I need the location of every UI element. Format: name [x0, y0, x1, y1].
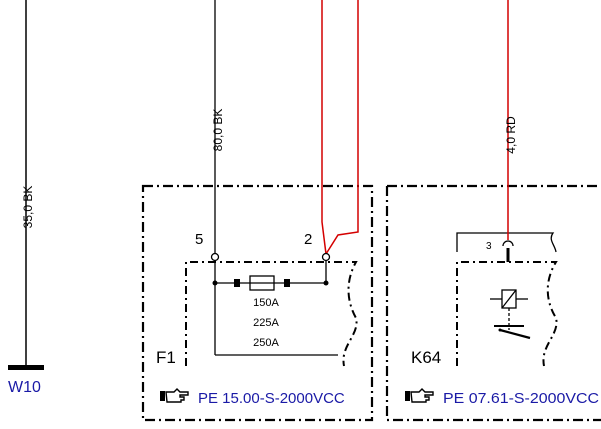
f1-red-wire-b[interactable] — [325, 0, 359, 255]
k64-component: 4,0 RD 3 K64 PE 07.61-S-2000VCC — [385, 0, 601, 422]
f1-name: F1 — [156, 348, 176, 367]
k64-outer-boundary — [385, 184, 601, 422]
f1-junction-left — [212, 280, 218, 286]
f1-outer-boundary — [141, 184, 374, 422]
k64-wire-label: 4,0 RD — [504, 116, 518, 154]
f1-pin-2[interactable] — [321, 252, 331, 262]
f1-pin-left-label: 5 — [195, 231, 203, 248]
f1-pin-5[interactable] — [210, 252, 220, 262]
pointing-hand-icon — [405, 388, 434, 403]
k64-name: K64 — [411, 348, 441, 367]
fuse-icon — [234, 275, 290, 291]
f1-component: 80,0 BK 5 2 150A 225A 250A F1 — [141, 0, 374, 422]
w10-wire-label: 35,0 BK — [21, 186, 35, 229]
f1-rating-1: 150A — [253, 297, 279, 309]
k64-pin-3[interactable] — [502, 240, 514, 247]
f1-junction-right — [323, 280, 329, 286]
w10-ground: 35,0 BK W10 — [8, 0, 44, 396]
solenoid-switch-icon — [490, 289, 531, 340]
k64-reference-link[interactable]: PE 07.61-S-2000VCC — [405, 388, 599, 407]
f1-red-wire-a[interactable] — [321, 0, 327, 255]
f1-reference-link[interactable]: PE 15.00-S-2000VCC — [160, 388, 345, 407]
f1-inner-housing — [185, 261, 358, 367]
ground-label: W10 — [8, 379, 41, 396]
ground-bar — [8, 365, 44, 370]
f1-rating-3: 250A — [253, 337, 279, 349]
k64-reference-text: PE 07.61-S-2000VCC — [443, 390, 599, 407]
f1-reference-text: PE 15.00-S-2000VCC — [198, 390, 345, 407]
f1-pin-right-label: 2 — [304, 231, 312, 248]
k64-pin-label: 3 — [486, 241, 492, 252]
f1-rating-2: 225A — [253, 317, 279, 329]
k64-connector — [456, 232, 557, 253]
k64-inner-housing — [456, 261, 558, 367]
pointing-hand-icon — [160, 388, 189, 403]
f1-wire-label: 80,0 BK — [211, 109, 225, 152]
